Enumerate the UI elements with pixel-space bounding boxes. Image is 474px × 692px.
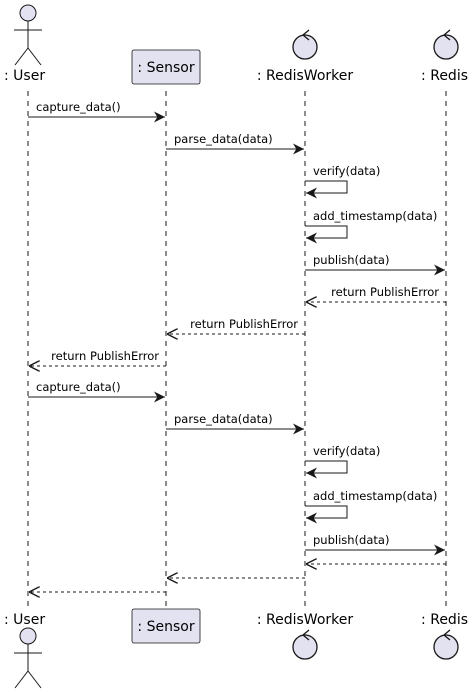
message-label: parse_data(data) [174, 412, 273, 426]
control-circle-icon [433, 29, 459, 60]
participant-user-top: : User [4, 4, 45, 84]
participant-redis-bottom: : Redis [421, 612, 468, 660]
self-message-arrow [305, 225, 348, 244]
participant-sensor-top: : Sensor [131, 49, 201, 85]
participant-label: : Sensor [137, 60, 194, 76]
message-6: return PublishError [306, 285, 446, 302]
message-3: verify(data) [305, 164, 380, 199]
message-label: return PublishError [51, 349, 159, 363]
self-message-arrow [305, 180, 348, 199]
message-2: parse_data(data) [166, 132, 304, 155]
participants-bottom: : User : Sensor : RedisWorker : Redis [4, 608, 468, 689]
control-circle-icon [292, 629, 318, 660]
message-label: verify(data) [313, 164, 380, 178]
message-5: publish(data) [305, 253, 445, 276]
message-11: verify(data) [305, 444, 380, 479]
participant-label: : RedisWorker [257, 68, 354, 84]
participant-label: : Redis [421, 68, 468, 84]
self-message-arrow [305, 505, 348, 524]
control-circle-icon [292, 29, 318, 60]
actor-stick-figure-icon [14, 627, 42, 689]
message-label: return PublishError [331, 285, 439, 299]
message-label: verify(data) [313, 444, 380, 458]
participant-worker-top: : RedisWorker [257, 29, 354, 84]
participant-label: : Redis [421, 612, 468, 628]
message-label: capture_data() [36, 100, 121, 114]
lifelines [27, 91, 447, 608]
message-4: add_timestamp(data) [305, 209, 437, 244]
message-label: add_timestamp(data) [313, 489, 437, 503]
participant-label: : User [4, 612, 45, 628]
participant-worker-bottom: : RedisWorker [257, 612, 354, 660]
self-message-arrow [305, 460, 348, 479]
message-label: parse_data(data) [174, 132, 273, 146]
message-10: parse_data(data) [166, 412, 304, 435]
message-7: return PublishError [167, 317, 305, 334]
message-12: add_timestamp(data) [305, 489, 437, 524]
message-9: capture_data() [28, 380, 165, 403]
participant-user-bottom: : User [4, 612, 45, 689]
message-label: add_timestamp(data) [313, 209, 437, 223]
message-label: publish(data) [313, 253, 389, 267]
participant-label: : Sensor [137, 619, 194, 635]
message-label: return PublishError [190, 317, 298, 331]
participant-label: : User [4, 68, 45, 84]
message-1: capture_data() [28, 100, 165, 123]
participant-label: : RedisWorker [257, 612, 354, 628]
actor-stick-figure-icon [14, 4, 42, 66]
participant-redis-top: : Redis [421, 29, 468, 84]
message-label: publish(data) [313, 533, 389, 547]
messages: capture_data() parse_data(data) verify(dat… [28, 100, 446, 592]
message-label: capture_data() [36, 380, 121, 394]
message-8: return PublishError [29, 349, 166, 366]
participants-top: : User : Sensor : RedisWorker : Redis [4, 4, 468, 85]
control-circle-icon [433, 629, 459, 660]
participant-sensor-bottom: : Sensor [131, 608, 201, 644]
participant-box-bottom: : Sensor [131, 608, 201, 644]
message-13: publish(data) [305, 533, 445, 556]
participant-box-top: : Sensor [131, 49, 201, 85]
